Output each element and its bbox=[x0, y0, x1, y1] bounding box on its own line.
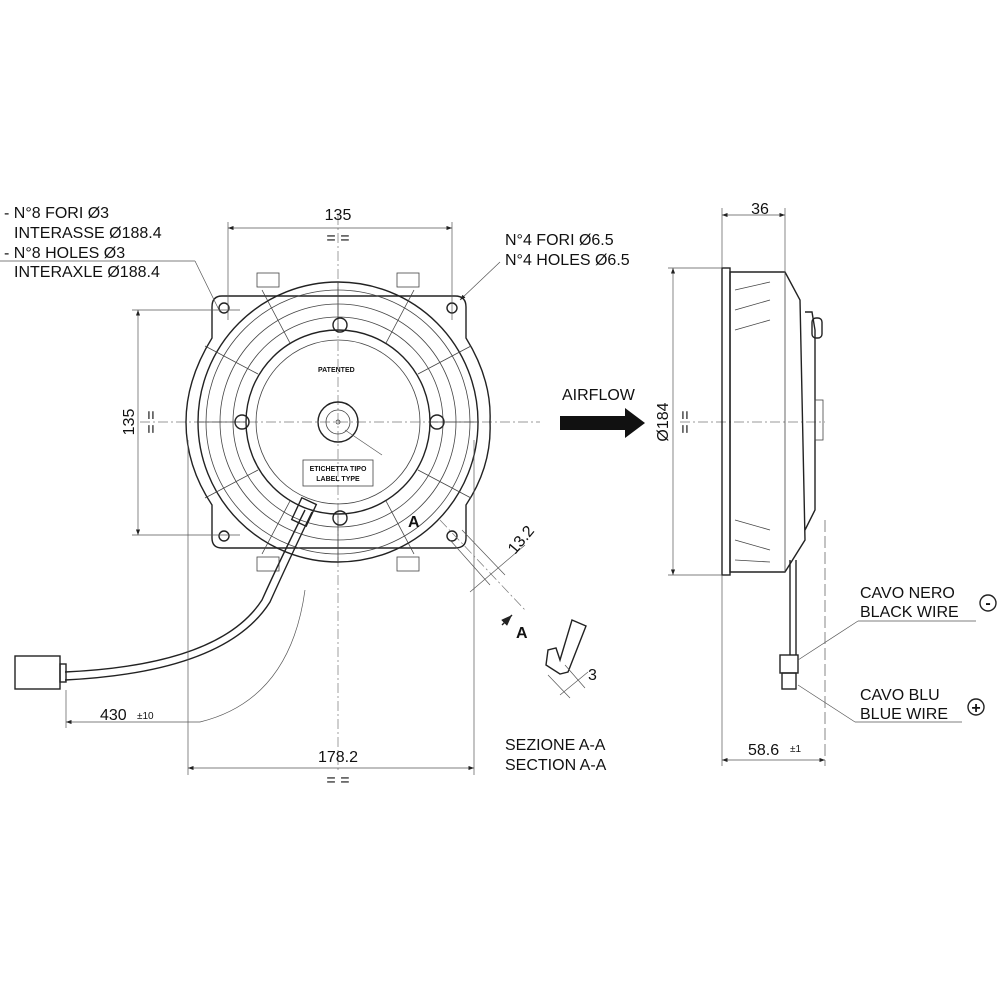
equal-mark-b: = = bbox=[326, 772, 349, 789]
airflow-indicator: AIRFLOW bbox=[560, 387, 645, 438]
mounting-flange bbox=[185, 295, 491, 549]
equal-mark-v: = = bbox=[143, 410, 160, 433]
front-view: PATENTED ETICHETTA TIPO LABEL TYPE bbox=[14, 215, 540, 770]
dim-thickness: 3 bbox=[588, 667, 597, 684]
dim-overall: 178.2 bbox=[318, 749, 358, 766]
blue-polarity: + bbox=[971, 700, 980, 717]
black-polarity: - bbox=[985, 595, 990, 612]
grille-spokes bbox=[198, 282, 478, 562]
dim-height: 135 bbox=[121, 409, 138, 436]
side-dimensions: 36 Ø184 = = 58.6 ±1 CAVO NERO BLACK WIRE… bbox=[655, 201, 997, 766]
dim-cable-tol: ±10 bbox=[137, 711, 154, 722]
side-connector bbox=[779, 654, 799, 674]
section-title-it: SEZIONE A-A bbox=[505, 737, 606, 754]
equal-mark: = = bbox=[326, 230, 349, 247]
minus-icon bbox=[979, 594, 997, 612]
blue-wire-it: CAVO BLU bbox=[860, 687, 940, 704]
connector bbox=[14, 655, 61, 690]
black-wire-en: BLACK WIRE bbox=[860, 604, 959, 621]
dim-depth: 36 bbox=[751, 201, 769, 218]
label-box bbox=[302, 459, 374, 487]
dim-diameter: Ø184 bbox=[655, 402, 672, 441]
dim-width: 135 bbox=[325, 207, 352, 224]
holes-note-it-2: INTERASSE Ø188.4 bbox=[14, 225, 162, 242]
holes-note-en-1: - N°8 HOLES Ø3 bbox=[4, 245, 125, 262]
section-marker-bottom: A bbox=[516, 625, 528, 642]
black-wire-it: CAVO NERO bbox=[860, 585, 955, 602]
label-en: LABEL TYPE bbox=[316, 476, 360, 483]
section-marker-top: A bbox=[408, 514, 420, 531]
holes-note-en-2: INTERAXLE Ø188.4 bbox=[14, 264, 160, 281]
plus-icon bbox=[967, 698, 985, 716]
dim-total-tol: ±1 bbox=[790, 744, 801, 755]
dim-section: 13.2 bbox=[505, 523, 538, 558]
mounting-screws bbox=[234, 317, 445, 526]
airflow-label: AIRFLOW bbox=[562, 387, 636, 404]
mount-note-en: N°4 HOLES Ø6.5 bbox=[505, 252, 630, 269]
patented-text: PATENTED bbox=[318, 367, 355, 374]
blue-wire-en: BLUE WIRE bbox=[860, 706, 948, 723]
mount-note-it: N°4 FORI Ø6.5 bbox=[505, 232, 614, 249]
section-title-en: SECTION A-A bbox=[505, 757, 607, 774]
dim-cable: 430 bbox=[100, 707, 127, 724]
equal-mark-side: = = bbox=[677, 410, 694, 433]
hub bbox=[317, 401, 359, 443]
cable bbox=[64, 509, 306, 673]
dim-total: 58.6 bbox=[748, 742, 779, 759]
holes-note-it-1: - N°8 FORI Ø3 bbox=[4, 205, 109, 222]
airflow-arrow-icon bbox=[560, 408, 645, 438]
label-it: ETICHETTA TIPO bbox=[310, 466, 367, 473]
side-view bbox=[680, 267, 825, 690]
front-dimensions: 135 = = 135 = = 178.2 = = 430 ±10 - N°8 … bbox=[0, 205, 630, 789]
section-a-a: 3 SEZIONE A-A SECTION A-A bbox=[505, 619, 607, 774]
